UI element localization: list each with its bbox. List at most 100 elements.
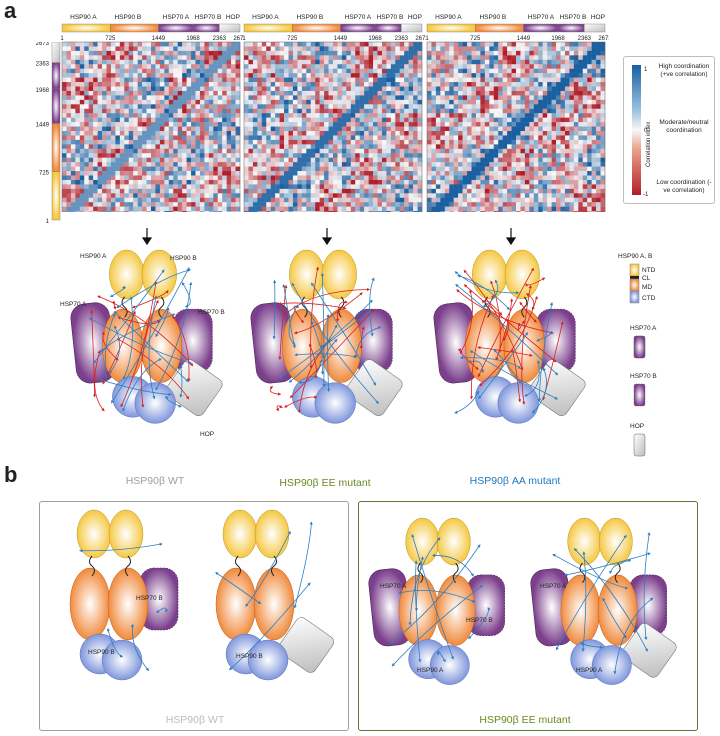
positive-correlation-arrow [455,284,559,376]
legend-mid: Moderate/neutral coordination [659,119,709,134]
positive-correlation-arrow [431,553,474,577]
ntd-b-shape [436,517,471,566]
heatmap-domain-label: HSP90 B [479,14,506,21]
b-label-hsp90a-2: HSP90 A [576,667,603,674]
heatmap-tick-left: 725 [39,171,50,177]
ntd-b-shape [254,509,290,559]
label-hsp70b: HSP70 B [198,309,225,316]
md-b-shape [107,567,149,641]
colorbar-title: Correlation index [646,122,652,167]
heatmap-tick-left: 2363 [36,62,50,68]
label-hsp90a: HSP90 A [80,253,107,260]
ntd-a-shape [109,249,145,300]
md-b-shape [253,567,295,641]
heatmap-domain-label: HSP90 B [114,14,141,21]
caption-ee: HSP90β EE mutant [279,477,371,489]
heatmap-domain-label: HSP90 A [252,14,279,21]
panel-a-letter: a [4,0,17,23]
legend-ctd: CTD [642,295,656,302]
ctd-b-shape [314,382,356,424]
heatmap-tick-top: 1449 [152,36,166,42]
b-label-hsp90b: HSP90 B [88,649,115,656]
positive-correlation-arrow [369,277,375,337]
label-hop: HOP [200,431,214,438]
colorbar-tick-low: -1 [643,192,649,198]
heatmap-tick-top: 2673 [415,36,426,42]
legend-ntd: NTD [642,267,656,274]
legend-hsp70b: HSP70 B [630,373,657,380]
heatmap-domain-label: HSP90 A [435,14,462,21]
heatmap-tick-left: 2673 [36,42,50,47]
ee-frame-label: HSP90β EE mutant [479,714,571,726]
heatmap-tick-top: 1449 [517,36,531,42]
positive-correlation-arrow [79,542,163,553]
positive-correlation-arrow [109,325,120,374]
heatmap-domain-label: HSP70 B [377,14,404,21]
positive-correlation-arrow [581,551,587,652]
heatmap-tick-left: 1449 [36,123,50,129]
heatmap-tick-top: 1968 [551,36,565,42]
positive-correlation-arrow [130,623,149,672]
md-a-shape [69,567,111,641]
legend-hsp70a: HSP70 A [630,325,657,332]
positive-correlation-arrow [106,627,124,658]
heatmap-tick-top: 1 [242,36,246,42]
heatmap-tick-top: 2673 [598,36,609,42]
domain-legend: HSP90 A, B NTD CL MD CTD HSP70 A HSP70 B… [618,253,657,457]
heatmap-domain-label: HSP90 A [70,14,97,21]
negative-correlation-arrow [275,404,283,412]
legend-high: High coordination (+ve correlation) [658,63,710,78]
legend-hop: HOP [630,423,644,430]
legend-md: MD [642,284,652,291]
heatmap-domain-label: HSP70 A [163,14,190,21]
label-hsp70a: HSP70 A [60,301,87,308]
positive-correlation-arrow [93,269,165,364]
ntd-b-shape [598,517,633,566]
b-label-hsp70a-2: HSP70 A [540,583,567,590]
positive-correlation-arrow [398,589,476,603]
ctd-b-shape [134,382,176,424]
caption-aa: HSP90β AA mutant [469,475,561,487]
colorbar-tick-high: 1 [644,67,648,73]
md-a-shape [215,567,257,641]
ctd-b-shape [429,645,470,685]
heatmap-tick-top: 1 [60,36,64,42]
negative-correlation-arrow [111,301,117,310]
b-label-hsp70b-2: HSP70 B [466,617,493,624]
heatmap-domain-label: HOP [226,14,240,21]
wt-frame-label: HSP90β WT [165,714,225,726]
colorbar [632,65,641,195]
b-label-hsp70b: HSP70 B [136,595,163,602]
heatmap-tick-top: 2673 [233,36,244,42]
wt-frame [39,501,349,731]
heatmap-domain-label: HOP [591,14,605,21]
heatmap-tick-top: 2363 [578,36,592,42]
negative-correlation-arrow [269,385,282,396]
heatmap-tick-top: 1968 [186,36,200,42]
ctd-b-shape [101,639,143,681]
heatmap-tick-top: 725 [287,36,298,42]
heatmap-domain-label: HSP70 A [528,14,555,21]
colorbar-tick-mid: 0 [644,128,648,134]
positive-correlation-arrow [156,607,169,614]
positive-correlation-arrow [602,597,627,639]
positive-correlation-arrow [228,582,311,671]
heatmap-tick-top: 2363 [395,36,409,42]
positive-correlation-arrow [272,279,277,340]
md-b-shape [320,308,362,383]
heatmap-tick-left: 1968 [36,88,50,94]
ntd-b-shape [108,509,144,559]
colorbar-legend: 1 0 -1 Correlation index High coordinati… [623,56,715,204]
down-arrows [141,228,517,246]
positive-correlation-arrow [414,560,422,663]
positive-correlation-arrow [454,390,479,414]
b-label-hsp90a: HSP90 A [417,667,444,674]
ntd-a-shape [222,509,258,559]
ee-frame [358,501,698,731]
positive-correlation-arrow [468,607,491,640]
